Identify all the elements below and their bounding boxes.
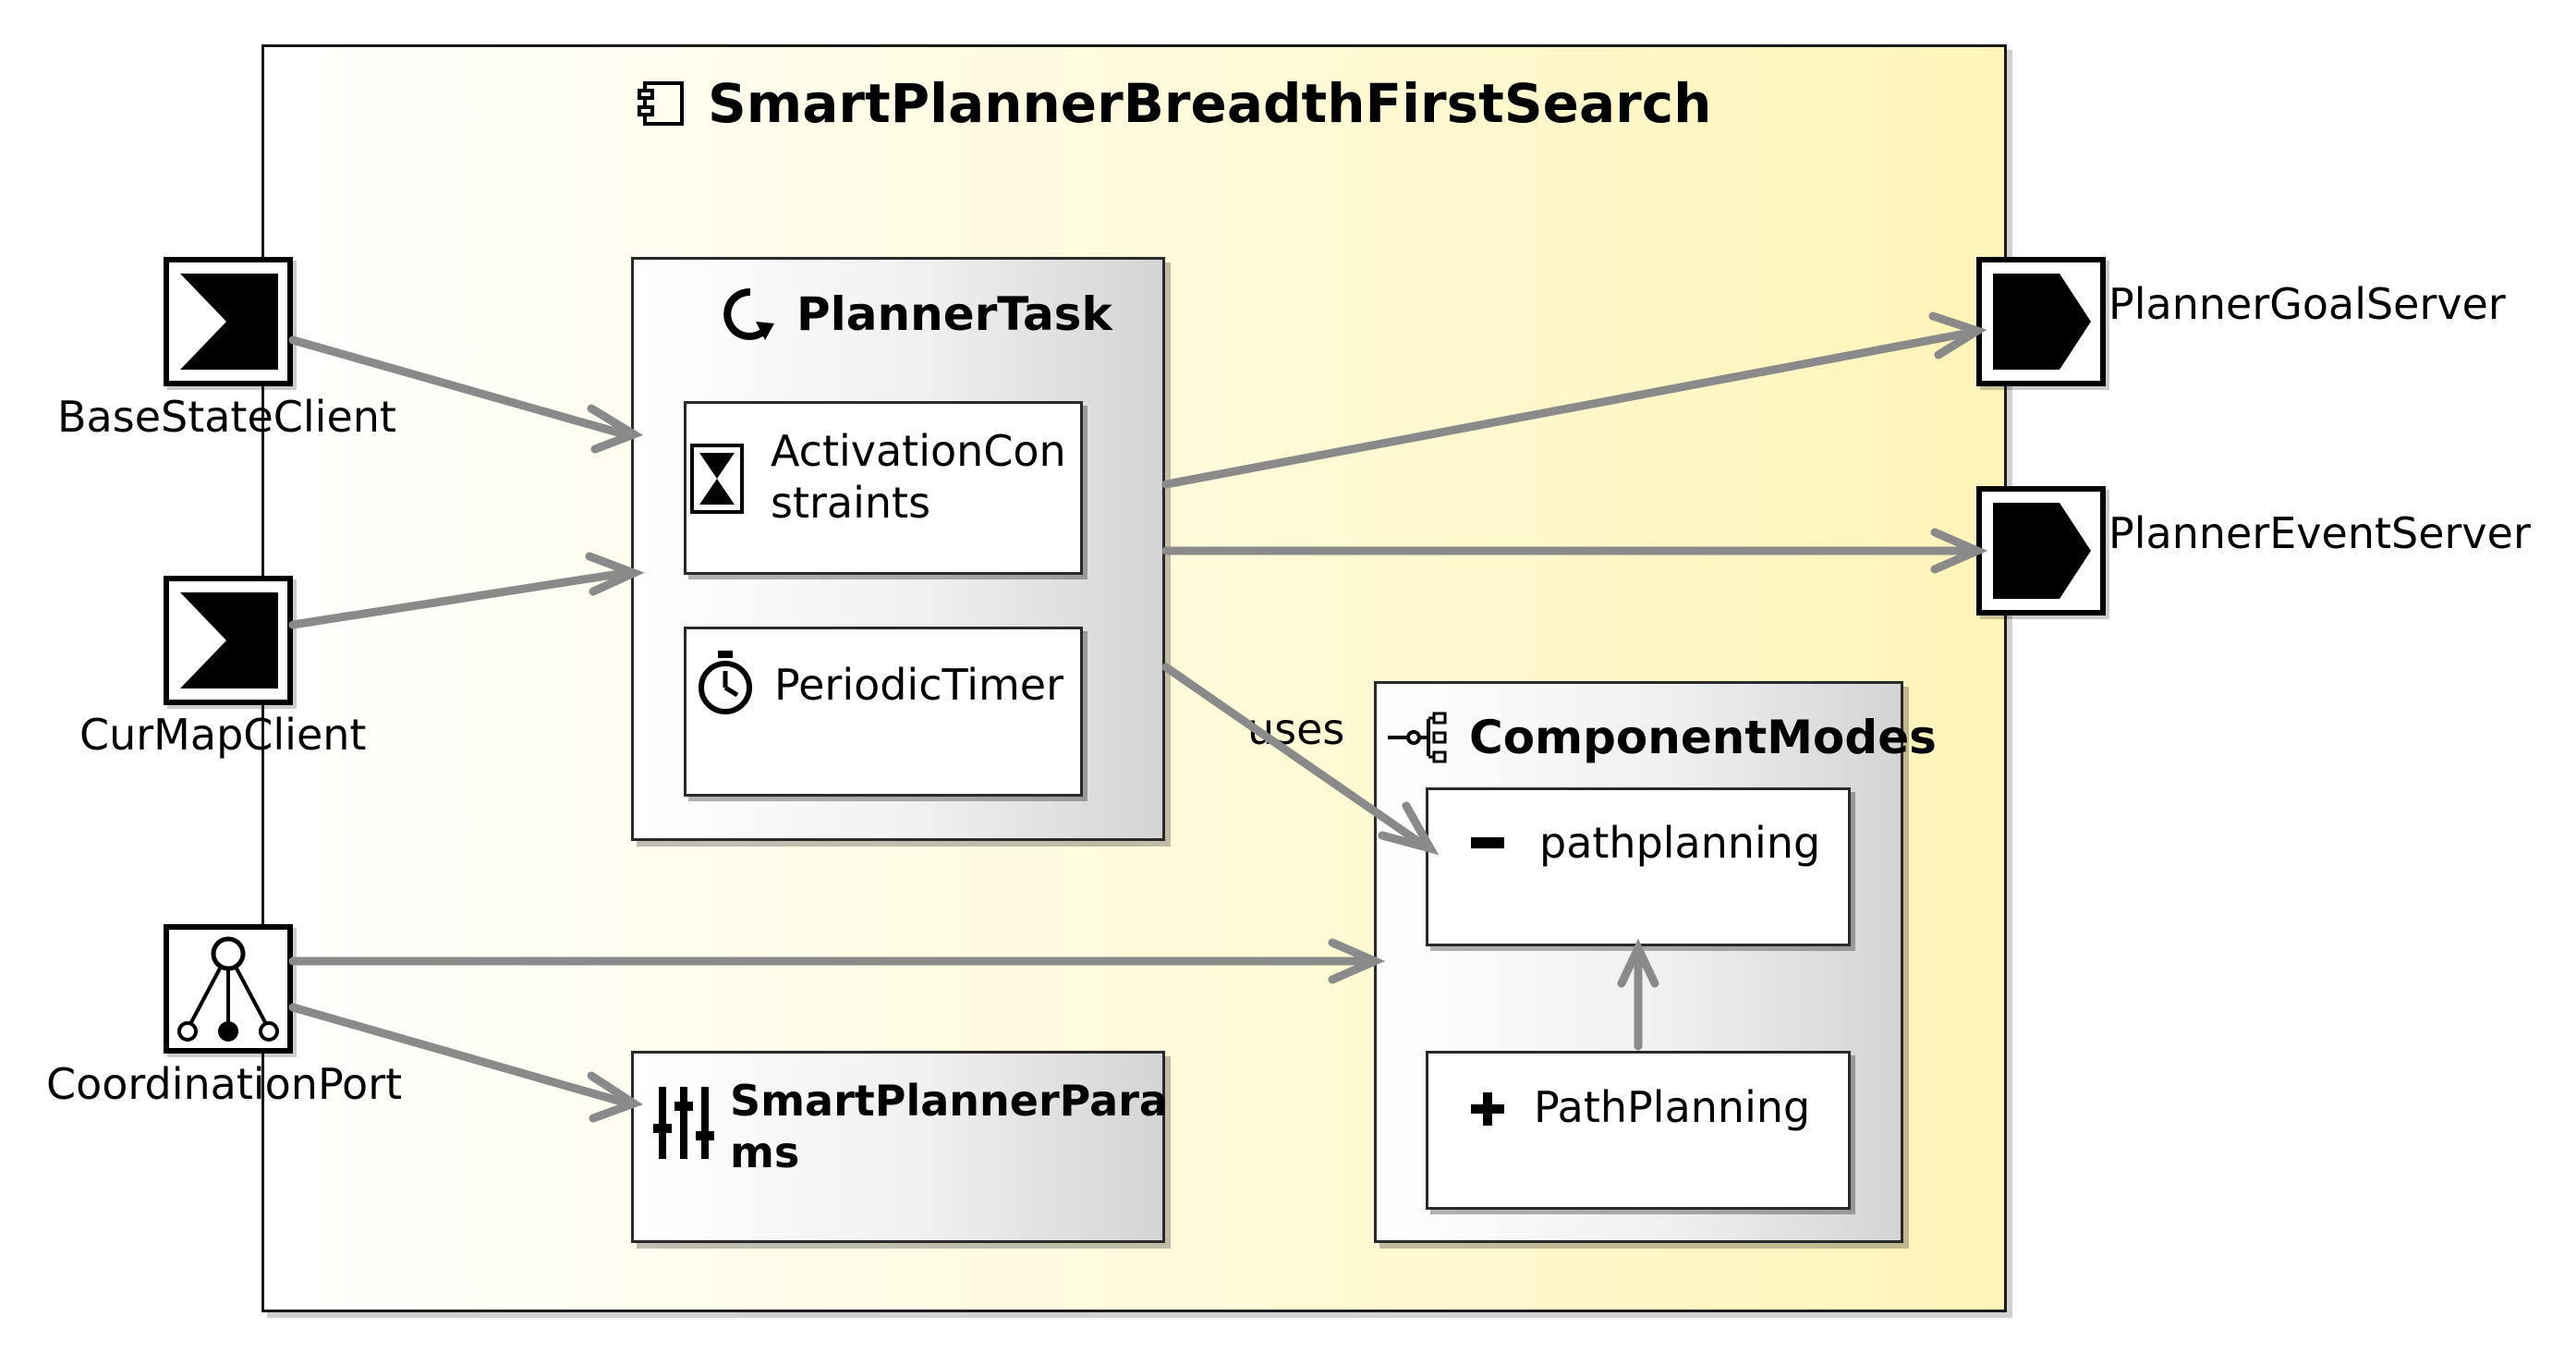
arrowhead bbox=[587, 404, 644, 454]
arrowhead bbox=[1328, 938, 1386, 984]
edge-base-state-to-task bbox=[288, 335, 629, 439]
coordination-icon bbox=[177, 936, 279, 1042]
hourglass-icon bbox=[688, 442, 746, 516]
mode-pathplanning-label: pathplanning bbox=[1539, 818, 1821, 868]
edge-task-to-goal-server bbox=[1161, 328, 1975, 489]
port-planner-goal-server[interactable] bbox=[1976, 257, 2106, 386]
input-port-icon bbox=[180, 274, 278, 370]
arrowhead bbox=[1928, 311, 1987, 360]
planner-task-title-row: PlannerTask bbox=[721, 282, 1112, 347]
params-label: SmartPlannerPara ms bbox=[730, 1075, 1168, 1178]
component-modes-title: ComponentModes bbox=[1469, 711, 1937, 764]
port-coordination-label: CoordinationPort bbox=[46, 1059, 403, 1109]
task-loop-icon bbox=[721, 285, 780, 344]
edge-cur-map-to-task bbox=[288, 568, 629, 629]
stopwatch-icon bbox=[693, 647, 758, 717]
mode-tree-icon bbox=[1386, 710, 1456, 765]
port-planner-event-server-label: PlannerEventServer bbox=[2108, 508, 2531, 558]
params-label-line1: SmartPlannerPara bbox=[730, 1076, 1168, 1126]
edge-task-uses-modes bbox=[1161, 663, 1428, 849]
activation-label-line2: straints bbox=[771, 478, 931, 528]
port-base-state-client[interactable] bbox=[164, 257, 293, 386]
port-planner-goal-server-label: PlannerGoalServer bbox=[2108, 279, 2506, 329]
mode-pathplanning-box[interactable] bbox=[1426, 787, 1851, 946]
sliders-icon bbox=[651, 1083, 716, 1163]
uses-edge-label: uses bbox=[1247, 704, 1345, 754]
arrowhead bbox=[1378, 801, 1440, 856]
component-title: SmartPlannerBreadthFirstSearch bbox=[708, 72, 1712, 135]
port-coordination[interactable] bbox=[164, 924, 293, 1054]
arrowhead bbox=[1930, 528, 1988, 574]
port-cur-map-client-label: CurMapClient bbox=[79, 710, 367, 760]
params-label-line2: ms bbox=[730, 1127, 800, 1177]
port-planner-event-server[interactable] bbox=[1976, 486, 2106, 615]
arrowhead bbox=[587, 1071, 644, 1123]
periodic-timer-box[interactable] bbox=[684, 627, 1083, 797]
component-icon bbox=[638, 76, 693, 131]
params-box[interactable] bbox=[631, 1051, 1165, 1243]
port-cur-map-client[interactable] bbox=[164, 576, 293, 705]
planner-task-title: PlannerTask bbox=[796, 287, 1112, 341]
mode-path-planning-label: PathPlanning bbox=[1534, 1082, 1811, 1132]
periodic-timer-label: PeriodicTimer bbox=[774, 660, 1063, 710]
port-base-state-client-label: BaseStateClient bbox=[57, 392, 396, 442]
activation-label-line1: ActivationCon bbox=[771, 426, 1066, 476]
activation-constraints-label: ActivationCon straints bbox=[771, 425, 1066, 529]
mode-path-planning-box[interactable] bbox=[1426, 1051, 1851, 1210]
minus-icon bbox=[1471, 837, 1504, 848]
output-port-icon bbox=[1993, 503, 2091, 599]
input-port-icon bbox=[180, 592, 278, 689]
activation-constraints-box[interactable] bbox=[684, 401, 1083, 575]
output-port-icon bbox=[1993, 274, 2091, 370]
arrowhead bbox=[1617, 938, 1659, 988]
edge-coordination-to-params bbox=[288, 1003, 629, 1107]
arrowhead bbox=[585, 552, 645, 596]
plus-icon bbox=[1469, 1091, 1506, 1127]
component-title-row: SmartPlannerBreadthFirstSearch bbox=[638, 67, 1711, 140]
